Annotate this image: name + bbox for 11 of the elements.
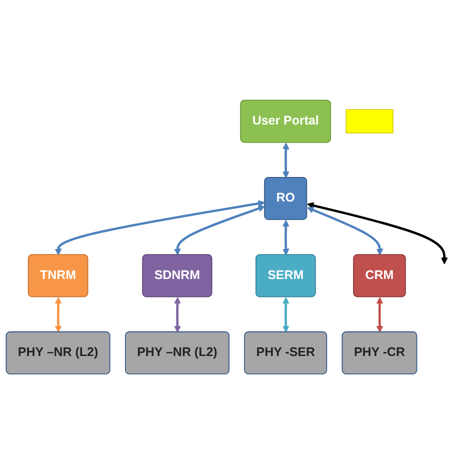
arrow (54, 200, 265, 256)
node-box (346, 109, 394, 134)
arrow (174, 205, 265, 256)
arrow (282, 142, 290, 178)
arrow (174, 297, 181, 332)
arrow (54, 297, 62, 332)
arrow (282, 297, 290, 332)
arrow (307, 202, 448, 264)
arrow (307, 206, 384, 256)
arrow (282, 220, 290, 256)
arrow (376, 297, 384, 332)
